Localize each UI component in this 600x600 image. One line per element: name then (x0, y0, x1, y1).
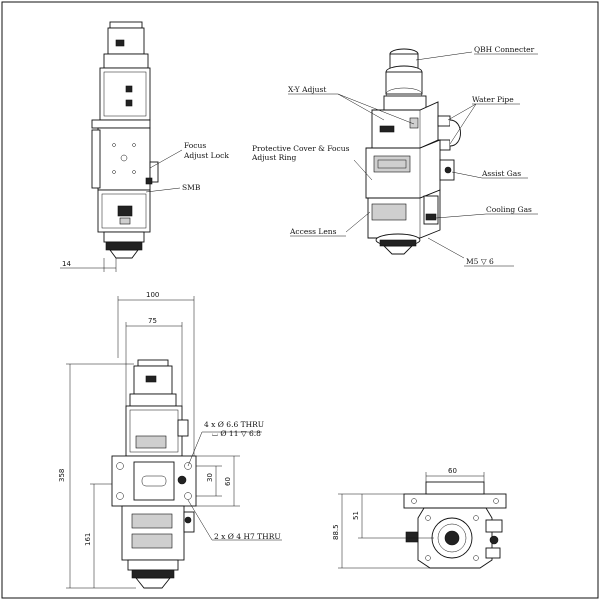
label-m5-thread: M5 ▽ 6 (466, 257, 494, 266)
dim-358: 358 (58, 469, 66, 482)
label-cooling-gas: Cooling Gas (486, 205, 532, 214)
dim-30: 30 (206, 473, 214, 482)
dim-60-vertical: 60 (224, 477, 232, 486)
side-view-top-left: 14 Focus Adjust Lock SMB (60, 21, 229, 272)
label-access-lens: Access Lens (289, 227, 337, 236)
label-holes-4x-1: 4 x Ø 6.6 THRU (204, 420, 264, 429)
label-focus-lock-2: Adjust Lock (183, 151, 229, 160)
label-qbh-connector: QBH Connecter (474, 45, 535, 54)
label-holes-2x: 2 x Ø 4 H7 THRU (214, 532, 281, 541)
dim-88-5: 88.5 (332, 524, 340, 540)
dim-60-horizontal: 60 (448, 467, 457, 475)
dim-100: 100 (146, 291, 159, 299)
label-water-pipe: Water Pipe (472, 95, 514, 104)
bottom-view-bottom-right: 60 51 88.5 (332, 467, 507, 569)
label-protective-cover-2: Adjust Ring (251, 153, 296, 162)
label-xy-adjust: X-Y Adjust (288, 85, 326, 94)
dim-51: 51 (352, 511, 360, 520)
dim-161: 161 (84, 533, 92, 546)
isometric-view-top-right: QBH Connecter X-Y Adjust Water Pipe Prot… (251, 45, 538, 267)
dim-75: 75 (148, 317, 157, 325)
label-smb: SMB (182, 183, 201, 192)
front-view-bottom-left: 100 75 358 161 30 60 4 x Ø 6.6 THRU ⌴ Ø … (58, 291, 282, 589)
label-protective-cover-1: Protective Cover & Focus (252, 144, 350, 153)
label-assist-gas: Assist Gas (481, 169, 521, 178)
dim-14: 14 (62, 260, 71, 268)
label-focus-lock-1: Focus (184, 141, 206, 150)
label-holes-4x-2: ⌴ Ø 11 ▽ 6.8 (212, 429, 261, 438)
